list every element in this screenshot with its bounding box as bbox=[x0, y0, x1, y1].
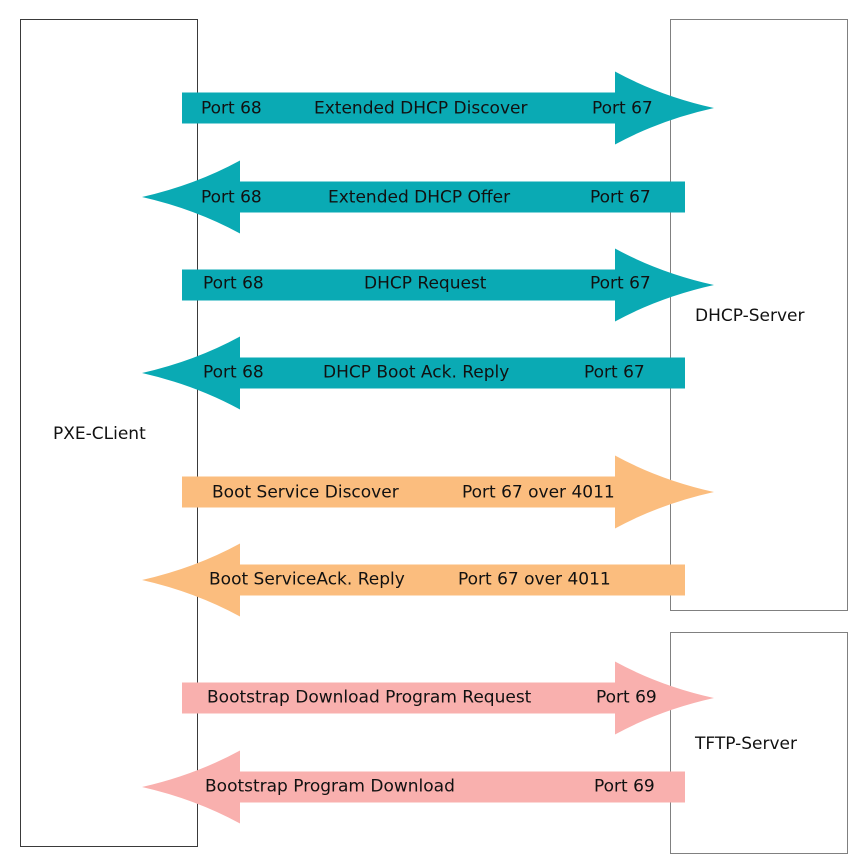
message-4-to-port: Port 67 over 4011 bbox=[462, 482, 615, 503]
message-arrow-1-left bbox=[142, 160, 685, 234]
message-5-to-port: Port 67 over 4011 bbox=[458, 569, 611, 590]
message-arrow-4-right bbox=[182, 455, 714, 529]
message-arrow-6-right bbox=[182, 661, 714, 735]
message-6-to-port: Port 69 bbox=[596, 687, 657, 708]
message-1-from-port: Port 68 bbox=[201, 187, 262, 208]
message-2-from-port: Port 68 bbox=[203, 273, 264, 294]
message-7-name: Bootstrap Program Download bbox=[205, 776, 455, 797]
message-arrow-7-left bbox=[142, 750, 685, 824]
message-0-from-port: Port 68 bbox=[201, 98, 262, 119]
message-arrow-5-left bbox=[142, 543, 685, 617]
dhcp-server-box bbox=[670, 19, 848, 611]
message-2-name: DHCP Request bbox=[364, 273, 487, 294]
message-7-to-port: Port 69 bbox=[594, 776, 655, 797]
message-6-name: Bootstrap Download Program Request bbox=[207, 687, 532, 708]
message-arrow-0-right bbox=[182, 71, 714, 145]
message-0-name: Extended DHCP Discover bbox=[314, 98, 528, 119]
message-3-from-port: Port 68 bbox=[203, 362, 264, 383]
pxe-client-label: PXE-CLient bbox=[53, 424, 146, 444]
pxe-client-box bbox=[20, 19, 198, 847]
tftp-server-label: TFTP-Server bbox=[695, 734, 798, 754]
message-2-to-port: Port 67 bbox=[590, 273, 651, 294]
message-4-name: Boot Service Discover bbox=[212, 482, 399, 503]
message-arrow-3-left bbox=[142, 336, 685, 410]
message-3-name: DHCP Boot Ack. Reply bbox=[323, 362, 510, 383]
message-5-name: Boot ServiceAck. Reply bbox=[209, 569, 405, 590]
message-arrow-2-right bbox=[182, 248, 714, 322]
message-1-name: Extended DHCP Offer bbox=[328, 187, 511, 208]
message-3-to-port: Port 67 bbox=[584, 362, 645, 383]
message-0-to-port: Port 67 bbox=[592, 98, 653, 119]
message-1-to-port: Port 67 bbox=[590, 187, 651, 208]
tftp-server-box bbox=[670, 632, 848, 854]
dhcp-server-label: DHCP-Server bbox=[695, 306, 805, 326]
